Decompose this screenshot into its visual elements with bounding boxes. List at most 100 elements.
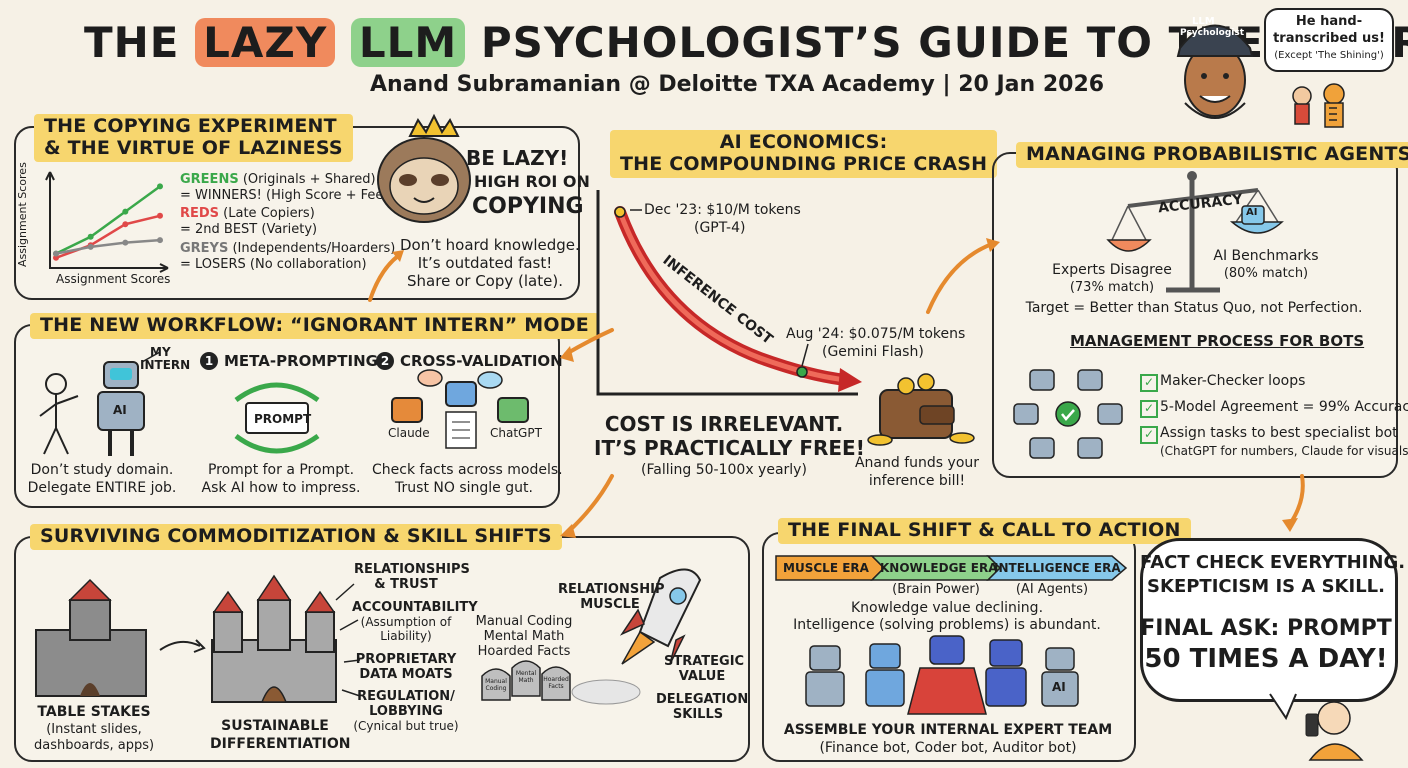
strategic-line-2: VALUE [678, 669, 726, 684]
speech-bubble: He hand- transcribed us! (Except 'The Sh… [1264, 8, 1394, 72]
cta-line-4: 50 TIMES A DAY! [1144, 644, 1388, 674]
step2-number: 2 [376, 352, 394, 370]
series-line-greys [55, 238, 161, 255]
cta-bubble [1140, 538, 1398, 702]
speech-line-1: He hand- [1295, 14, 1363, 29]
copying-title-line-2: & THE VIRTUE OF LAZINESS [44, 136, 343, 159]
series-point-greys-2 [122, 239, 129, 246]
col3-line-2: Trust NO single gut. [395, 480, 533, 496]
price-point-2-line-2: (Gemini Flash) [822, 344, 924, 360]
era-knowledge: KNOWLEDGE ERA [880, 561, 998, 575]
moat4-line-3: (Cynical but true) [353, 719, 459, 733]
declining-line-1: Knowledge value declining. [850, 600, 1044, 616]
declining-line-2: Intelligence (solving problems) is abund… [793, 617, 1101, 633]
col1-line-1: Don’t study domain. [30, 462, 174, 478]
series-point-reds-3 [157, 212, 163, 219]
col2-line-1: Prompt for a Prompt. [207, 462, 355, 478]
step1-number: 1 [200, 352, 218, 370]
process-item-3: Assign tasks to best specialist bot [1160, 425, 1398, 441]
moat1-line-1: RELATIONSHIPS [354, 562, 470, 577]
claude-label: Claude [388, 426, 430, 440]
panel-agents [992, 152, 1398, 478]
sustainable-line-2: DIFFERENTIATION [210, 736, 351, 752]
sustainable-line-1: SUSTAINABLE [221, 718, 329, 734]
experts-line-1: Experts Disagree [1052, 262, 1172, 278]
era-intelligence-sub: (AI Agents) [1015, 582, 1089, 597]
checkbox-1: ✓ [1140, 374, 1158, 392]
moat2-line-3: Liability) [380, 629, 432, 643]
series-point-greys-0 [53, 250, 59, 257]
cost-line-1: COST IS IRRELEVANT. [604, 412, 844, 436]
legend-reds-name: REDS [180, 206, 220, 221]
moat3-line-2: DATA MOATS [359, 667, 453, 682]
cta-line-1: FACT CHECK EVERYTHING. [1140, 552, 1406, 573]
series-point-greens-3 [157, 183, 163, 190]
legend-reds: REDS (Late Copiers) [180, 206, 315, 222]
intern-ai-badge: AI [113, 403, 127, 417]
title-part: THE [84, 18, 196, 67]
delegation-line-2: SKILLS [672, 707, 724, 722]
advice-line-1: Don’t hoard knowledge. [400, 236, 580, 254]
col2-line-2: Ask AI how to impress. [201, 480, 361, 496]
team-line-1: ASSEMBLE YOUR INTERNAL EXPERT TEAM [783, 722, 1113, 738]
bench-line-2: (80% match) [1223, 266, 1309, 281]
cta-line-2: SKEPTICISM IS A SKILL. [1147, 576, 1385, 597]
cap-text-1: LLM [1192, 16, 1215, 27]
stakes-title: TABLE STAKES [37, 704, 151, 720]
chatgpt-label: ChatGPT [490, 426, 542, 440]
team-robot-ai-badge: AI [1052, 680, 1066, 694]
cta-line-3: FINAL ASK: PROMPT [1140, 616, 1392, 641]
lazy-line-2: HIGH ROI ON [474, 172, 590, 191]
cost-line-3: (Falling 50-100x yearly) [641, 462, 807, 478]
team-line-2: (Finance bot, Coder bot, Auditor bot) [819, 740, 1077, 756]
subtitle: Anand Subramanian @ Deloitte TXA Academy… [370, 72, 1105, 97]
era-intelligence: INTELLIGENCE ERA [994, 561, 1121, 575]
series-point-reds-0 [53, 254, 59, 261]
portrait-drawing [1176, 24, 1254, 119]
copying-title-line-1: THE COPYING EXPERIMENT [44, 115, 337, 137]
price-point-1-line-2: (GPT-4) [694, 220, 746, 236]
commod-title: SURVIVING COMMODITIZATION & SKILL SHIFTS [30, 524, 562, 550]
speech-line-2: transcribed us! [1273, 31, 1385, 46]
checkbox-3: ✓ [1140, 426, 1158, 444]
strategic-line-1: STRATEGIC [664, 654, 745, 669]
advice-line-3: Share or Copy (late). [407, 272, 563, 290]
graves-line-3: Hoarded Facts [477, 644, 571, 659]
legend-greys-name: GREYS [180, 241, 229, 256]
era-muscle: MUSCLE ERA [783, 561, 869, 575]
process-title: MANAGEMENT PROCESS FOR BOTS [1070, 332, 1365, 350]
moat3-line-1: PROPRIETARY [355, 652, 457, 667]
col1-line-2: Delegate ENTIRE job. [27, 480, 177, 496]
gravestone-3-label: Hoarded Facts [543, 676, 569, 691]
advice-line-2: It’s outdated fast! [417, 254, 553, 272]
step1-title: META-PROMPTING [224, 352, 378, 370]
chart-xlabel: Assignment Scores [56, 272, 171, 286]
bench-line-1: AI Benchmarks [1213, 248, 1319, 264]
intern-label-2: INTERN [140, 358, 191, 372]
delegation-line-1: DELEGATION [656, 692, 749, 707]
stakes-line-1: (Instant slides, [46, 722, 142, 737]
legend-greens-desc: (Originals + Shared) [238, 172, 376, 187]
graves-line-2: Mental Math [483, 629, 565, 644]
legend-reds-desc: (Late Copiers) [219, 206, 315, 221]
series-point-greens-2 [122, 208, 129, 215]
chip-ai-label: AI [1246, 207, 1258, 218]
stakes-line-2: dashboards, apps) [34, 738, 155, 753]
title-part: PSYCHOLOGIST’S GUIDE TO THE [465, 18, 1280, 67]
moat1-line-2: & TRUST [374, 577, 438, 592]
moat4-line-2: LOBBYING [369, 704, 443, 719]
legend-greys-sub: = LOSERS (No collaboration) [180, 257, 367, 272]
step1-number-text: 1 [204, 354, 214, 368]
funds-line-2: inference bill! [868, 473, 966, 489]
